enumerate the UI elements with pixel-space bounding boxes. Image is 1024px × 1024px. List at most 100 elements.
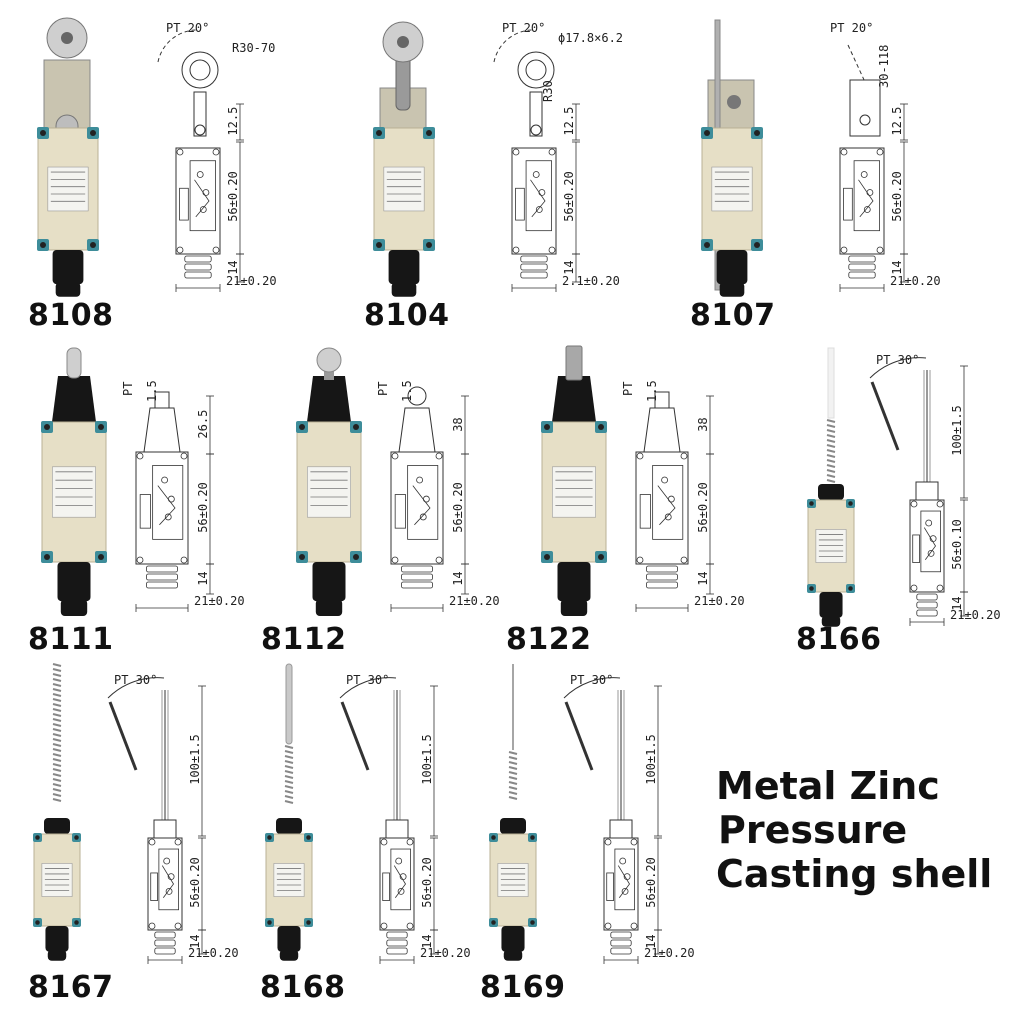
spring-coil	[284, 790, 294, 794]
dimension-label: 56±0.20	[451, 482, 465, 533]
dimension-label: 21±0.20	[644, 946, 695, 960]
screw-icon	[544, 554, 550, 560]
drawing-slot	[606, 872, 614, 901]
drawing-slot	[139, 494, 151, 529]
spring-coil	[508, 761, 518, 765]
drawing-hole	[435, 556, 443, 564]
rating-label	[47, 166, 89, 212]
lever-screw-icon	[727, 95, 741, 109]
drawing-pin	[419, 513, 427, 521]
spring-coil	[52, 693, 62, 697]
dimension-label: 21±0.20	[694, 594, 745, 608]
screw-icon	[40, 242, 46, 248]
drawing-gland-rib	[386, 939, 408, 947]
drawing-gland-rib	[610, 939, 632, 947]
drawing-hole	[910, 500, 918, 508]
screw-icon	[44, 554, 50, 560]
spring-coil	[826, 479, 836, 483]
spring-coil	[52, 743, 62, 747]
drawing-gland-rib	[645, 581, 678, 589]
model-label: 8108	[28, 298, 114, 333]
screw-icon	[598, 554, 604, 560]
drawing-outline	[147, 837, 183, 931]
plunger-boot	[552, 376, 596, 422]
drawing-deflection-arc	[107, 677, 165, 699]
dimension-label: 14	[890, 260, 904, 274]
drawing-outline	[175, 147, 221, 255]
drawing-mechanism	[189, 160, 217, 232]
spring-coil	[52, 798, 62, 802]
drawing-mechanism	[407, 465, 439, 540]
drawing-pin	[416, 476, 424, 484]
drawing-hole	[680, 452, 688, 460]
pt-label: PT	[121, 382, 135, 396]
spring-coil	[284, 795, 294, 799]
screw-icon	[544, 424, 550, 430]
drawing-pin	[866, 189, 874, 196]
drawing-hole	[680, 556, 688, 564]
screw-icon	[90, 242, 96, 248]
drawing-mechanism	[920, 510, 942, 573]
screw-icon	[306, 920, 311, 925]
screw-icon	[353, 554, 359, 560]
drawing-gland-rib	[400, 573, 433, 581]
drawing-gland-rib	[848, 255, 876, 263]
screw-icon	[90, 130, 96, 136]
travel-label: 1.5	[400, 380, 414, 402]
drawing-hole	[876, 148, 884, 156]
drawing-gland-rib	[645, 565, 678, 573]
drawing-gland-rib	[400, 565, 433, 573]
travel-label: 1.5	[145, 380, 159, 402]
spring-coil	[508, 781, 518, 785]
dimension-label: 14	[420, 934, 434, 948]
angle-label: PT 20°	[502, 21, 545, 35]
screw-icon	[376, 242, 382, 248]
spring-coil	[52, 783, 62, 787]
drawing-deflection-arc	[339, 677, 397, 699]
diameter-label: ϕ17.8×6.2	[558, 31, 623, 45]
angle-label: PT 30°	[346, 673, 389, 687]
rating-label	[273, 863, 305, 897]
drawing-contact	[412, 485, 431, 526]
plunger-pin	[66, 347, 82, 379]
cable-gland-tip	[821, 615, 841, 627]
model-label: 8169	[480, 970, 566, 1005]
dimension-label: 14	[644, 934, 658, 948]
cable-gland-tip	[55, 282, 81, 297]
dimension-label: 56±0.20	[226, 171, 240, 222]
dimension-label: 14	[451, 571, 465, 585]
cross-roller-head	[565, 345, 583, 381]
drawing-mechanism	[525, 160, 553, 232]
dimension-label: 12.5	[890, 107, 904, 136]
drawing-swing-arc	[157, 29, 199, 63]
drawing-hole	[840, 246, 848, 254]
drawing-pin	[927, 549, 935, 557]
screw-icon	[530, 920, 535, 925]
drawing-gland-rib	[848, 263, 876, 271]
spring-coil	[52, 753, 62, 757]
drawing-outline	[390, 451, 444, 565]
screw-icon	[848, 501, 853, 506]
spring-coil	[52, 718, 62, 722]
dimension-label: 100±1.5	[950, 405, 964, 456]
drawing-pin	[163, 857, 171, 865]
spring-coil	[826, 474, 836, 478]
angle-label: PT 30°	[570, 673, 613, 687]
tagline-line-2: Pressure	[718, 808, 908, 852]
cable-gland-tip	[60, 599, 88, 616]
cable-gland	[57, 562, 91, 602]
drawing-contact	[194, 179, 210, 218]
drawing-slot	[394, 494, 406, 529]
rating-label	[497, 863, 529, 897]
spring-coil	[508, 786, 518, 790]
screw-icon	[809, 586, 814, 591]
